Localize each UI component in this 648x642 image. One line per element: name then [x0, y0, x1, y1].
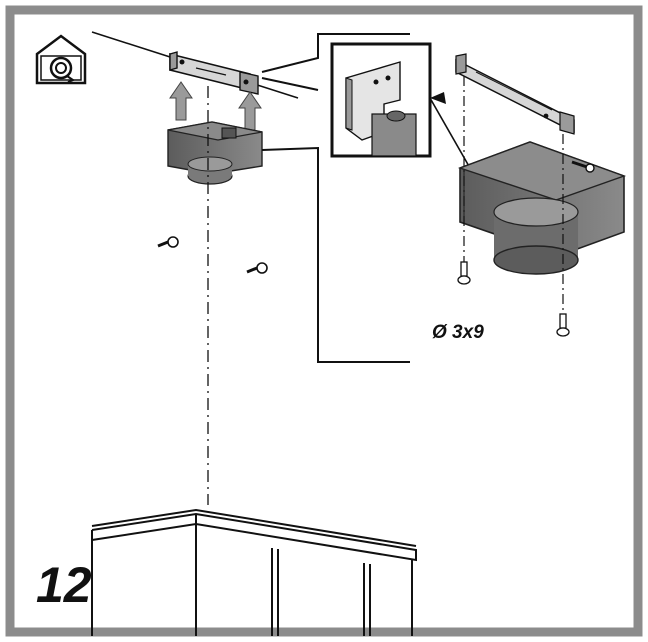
outer-frame [5, 5, 643, 637]
detail-bracket [455, 53, 575, 135]
recirculation-mode-icon [35, 34, 87, 85]
screw-detail-right [556, 313, 570, 337]
screw-detail-left [457, 261, 471, 285]
duct-adapter-detail [457, 141, 627, 275]
up-arrow-right [238, 91, 262, 131]
screw-right [246, 262, 268, 274]
step-number: 12 [36, 557, 92, 613]
screw-spec-label: Ø 3x9 [432, 322, 484, 343]
hood-chimney [91, 508, 417, 636]
up-arrow-left [169, 81, 193, 121]
zoom-inset [330, 42, 432, 158]
callout-lines [261, 33, 410, 363]
duct-adapter [167, 121, 263, 185]
screw-left [157, 236, 179, 248]
zoom-pointer [429, 97, 471, 169]
mounting-bracket [169, 51, 259, 95]
